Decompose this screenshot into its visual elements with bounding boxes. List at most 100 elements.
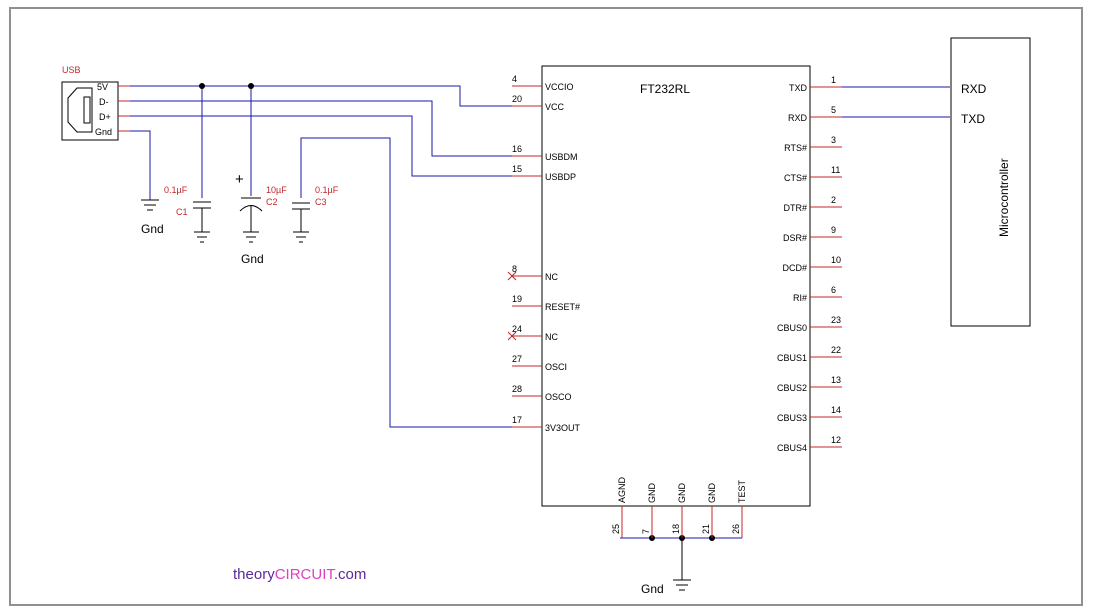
pin-number: 9 (831, 225, 836, 235)
pin-name: VCC (545, 102, 565, 112)
pin-number: 14 (831, 405, 841, 415)
usb-connector: USB 5V D- D+ Gnd (61, 65, 130, 141)
microcontroller: RXD TXD Microcontroller (950, 37, 1031, 327)
mcu-body (950, 37, 1031, 327)
usb-title: USB (62, 65, 81, 75)
c2-gnd-label: Gnd (241, 252, 264, 266)
pin-number: 28 (512, 384, 522, 394)
wire-3v3out (300, 137, 512, 428)
usb-ground-symbol: Gnd (141, 199, 164, 236)
pin-number: 20 (512, 94, 522, 104)
junction-c2 (248, 83, 254, 89)
ft232rl-chip: FT232RL 4VCCIO20VCC16USBDM15USBDP8NC19RE… (507, 65, 842, 538)
wire-usb-gnd (130, 130, 151, 200)
chip-body (541, 65, 811, 507)
chip-bottom-pin: GND 21 (701, 483, 717, 538)
pin-number: 19 (512, 294, 522, 304)
c1-value: 0.1µF (164, 185, 188, 195)
capacitor-c1: 0.1µF C1 (164, 185, 211, 243)
pin-name: RXD (788, 113, 808, 123)
pin-name: DSR# (783, 233, 807, 243)
pin-name: 3V3OUT (545, 423, 581, 433)
usb-pin-dplus: D+ (99, 112, 111, 122)
usb-gnd-label: Gnd (141, 222, 164, 236)
pin-number: 2 (831, 195, 836, 205)
chip-bottom-pin: GND 18 (671, 483, 687, 538)
pin-number: 1 (831, 75, 836, 85)
wires (130, 83, 950, 580)
pin-name: TXD (789, 83, 808, 93)
schematic-frame (9, 7, 1083, 606)
pin-name: CBUS2 (777, 383, 807, 393)
pin-name: CBUS4 (777, 443, 807, 453)
usb-pin-gnd: Gnd (95, 127, 112, 137)
pin-number: 21 (701, 524, 711, 534)
pin-number: 5 (831, 105, 836, 115)
capacitor-c3: 0.1µF C3 (292, 185, 339, 243)
pin-name: AGND (617, 476, 627, 503)
pin-name: CBUS1 (777, 353, 807, 363)
c3-value: 0.1µF (315, 185, 339, 195)
pin-name: CBUS0 (777, 323, 807, 333)
usb-plug-outline (67, 87, 93, 133)
pin-name: NC (545, 272, 558, 282)
pin-name: OSCI (545, 362, 567, 372)
c2-polarity-mark: + (235, 171, 244, 188)
pin-number: 8 (512, 264, 517, 274)
pin-number: 4 (512, 74, 517, 84)
pin-name: NC (545, 332, 558, 342)
pin-name: CBUS3 (777, 413, 807, 423)
pin-number: 7 (641, 529, 651, 534)
pin-name: GND (707, 483, 717, 504)
c2-value: 10µF (266, 185, 287, 195)
pin-name: TEST (737, 479, 747, 503)
pin-number: 15 (512, 164, 522, 174)
wire-dminus (130, 100, 512, 157)
pin-number: 24 (512, 324, 522, 334)
watermark-part3: .com (334, 566, 367, 583)
pin-number: 13 (831, 375, 841, 385)
mcu-name: Microcontroller (997, 158, 1011, 237)
pin-number: 17 (512, 415, 522, 425)
usb-plug-inner (83, 96, 91, 124)
pin-name: RTS# (784, 143, 807, 153)
capacitor-c2: + 10µF C2 Gnd (235, 171, 287, 266)
pin-name: DTR# (783, 203, 807, 213)
mcu-pin-rxd: RXD (961, 82, 987, 96)
pin-number: 18 (671, 524, 681, 534)
c3-ref: C3 (315, 197, 327, 207)
pin-number: 16 (512, 144, 522, 154)
pin-name: OSCO (545, 392, 572, 402)
pin-number: 11 (831, 165, 840, 175)
wire-5v (130, 85, 512, 107)
pin-number: 6 (831, 285, 836, 295)
chip-left-pin: 17 3V3OUT (512, 415, 581, 433)
pin-name: USBDM (545, 152, 578, 162)
pin-name: VCCIO (545, 82, 574, 92)
pin-name: GND (677, 483, 687, 504)
watermark-part2: CIRCUIT (275, 566, 336, 583)
pin-number: 27 (512, 354, 522, 364)
chip-right-pin: 6RI# (793, 285, 842, 303)
wire-dplus (130, 115, 512, 177)
chip-name: FT232RL (640, 82, 690, 96)
